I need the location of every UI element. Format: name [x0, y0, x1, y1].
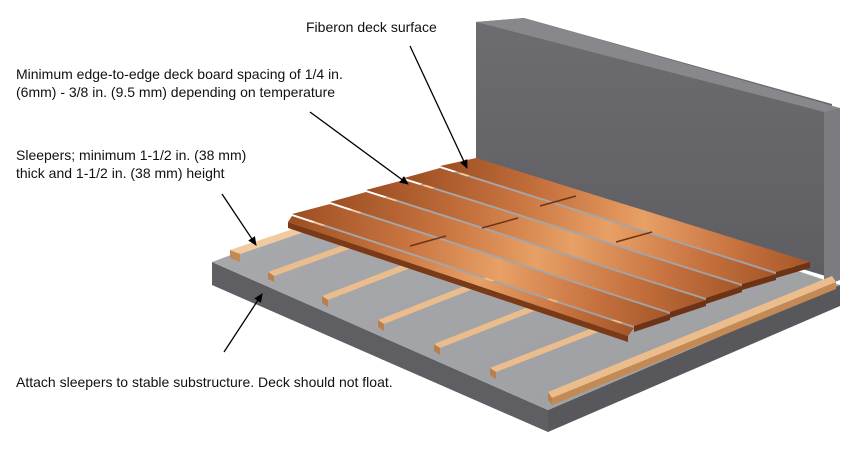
callout-spacing-line-2: (6mm) - 3/8 in. (9.5 mm) depending on te… [16, 84, 336, 100]
slab-side-face [212, 262, 548, 432]
callout-fiberon-deck-surface: Fiberon deck surface [306, 18, 437, 36]
callout-attach-line-1: Attach sleepers to stable substructure. … [16, 374, 393, 390]
board-joint [481, 217, 519, 229]
arrow-spacing [309, 111, 409, 185]
callout-attach-sleepers: Attach sleepers to stable substructure. … [16, 373, 393, 391]
deck-board-5 [292, 204, 670, 332]
callout-sleepers: Sleepers; minimum 1-1/2 in. (38 mm) thic… [16, 146, 246, 182]
slab-front-face [548, 285, 840, 432]
back-wall-top-face [476, 18, 840, 114]
deck-board-6 [288, 216, 634, 342]
sleeper-2 [322, 258, 426, 307]
callout-board-spacing: Minimum edge-to-edge deck board spacing … [16, 65, 343, 101]
deck-board-3 [366, 180, 742, 304]
sleeper-edge-front [548, 276, 836, 405]
deck-board-2 [404, 168, 776, 290]
callout-sleepers-line-2: thick and 1-1/2 in. (38 mm) height [16, 165, 225, 181]
sleeper-1 [268, 242, 358, 282]
sleeper-5 [490, 318, 624, 379]
arrow-sleepers [221, 193, 257, 246]
deck-boards [288, 158, 810, 342]
callout-sleepers-line-1: Sleepers; minimum 1-1/2 in. (38 mm) [16, 147, 247, 163]
deck-board-1 [440, 158, 810, 278]
callout-fiberon-line-1: Fiberon deck surface [306, 19, 437, 35]
sleeper-3 [378, 276, 496, 331]
deck-board-4 [330, 192, 706, 318]
board-joint [615, 231, 653, 243]
board-joint [539, 195, 577, 207]
arrow-attach [223, 293, 263, 353]
callout-spacing-line-1: Minimum edge-to-edge deck board spacing … [16, 66, 343, 82]
board-joint [409, 235, 447, 247]
arrow-fiberon [409, 45, 468, 169]
back-wall-end-face [824, 108, 840, 286]
